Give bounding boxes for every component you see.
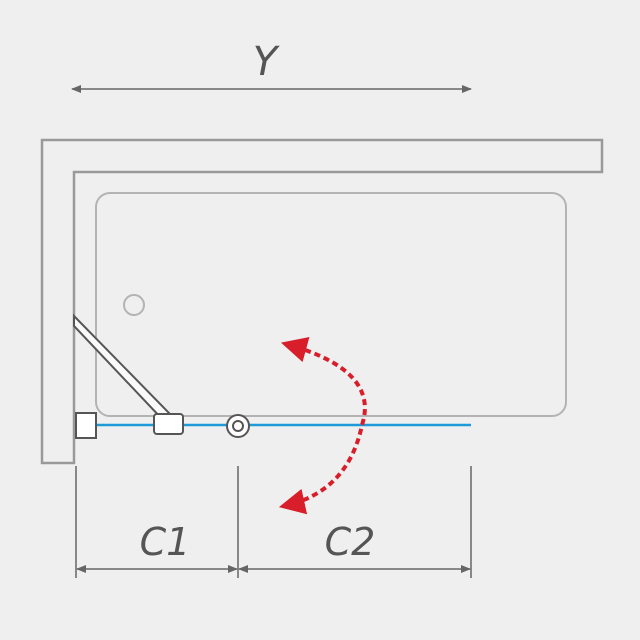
wall-profile <box>75 412 97 439</box>
pivot-inner <box>232 420 244 432</box>
dimension-y-label: Y <box>253 39 281 85</box>
swing-arrow <box>278 337 367 515</box>
hinge-block <box>153 413 184 435</box>
drain-icon <box>123 294 145 316</box>
dimension-c2-label: C2 <box>325 520 376 564</box>
pivot-outer <box>226 414 250 438</box>
bathtub-outline <box>95 192 567 417</box>
dimension-c1-label: C1 <box>140 520 191 564</box>
wall-outline <box>40 138 604 465</box>
folded-glass-panel <box>73 313 172 422</box>
